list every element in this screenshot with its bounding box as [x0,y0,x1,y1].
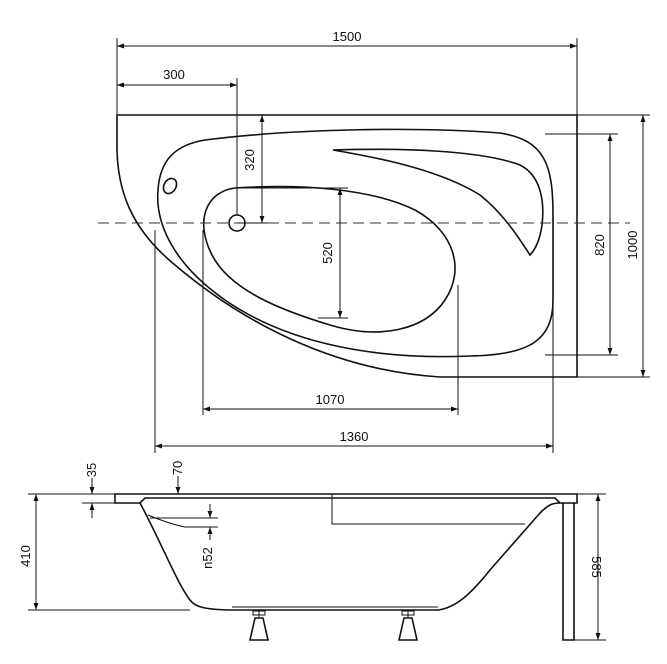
dim-label-320: 320 [242,149,257,171]
dim-inner-depth: 520 [233,187,348,319]
dim-total-height: 585 [574,493,606,641]
side-rim [114,493,578,504]
side-view [114,493,578,641]
dim-label-1070: 1070 [316,392,345,407]
tub-outer-outline [116,114,578,378]
dim-label-520: 520 [320,242,335,264]
overflow-hole [162,177,178,195]
dim-step-height: n52 [150,504,218,569]
side-apron [562,503,575,641]
dim-rim-drop: 70 [170,461,185,494]
side-tub-body [139,502,561,611]
dim-label-n52: n52 [200,547,215,569]
top-view [98,114,630,378]
dim-label-585: 585 [589,556,604,578]
tub-backrest [332,148,544,257]
foot-right [397,610,419,641]
foot-left [248,610,270,641]
dim-label-70: 70 [170,461,185,475]
side-inner-step [147,514,212,528]
dim-label-820: 820 [592,234,607,256]
dim-drain-offset-y: 320 [237,115,268,224]
dim-inner-length: 1070 [202,230,459,415]
dim-inner-width: 820 [545,133,618,356]
dim-label-1360: 1360 [340,429,369,444]
dim-tub-height: 410 [18,493,190,611]
dim-label-300: 300 [163,67,185,82]
dim-label-1500: 1500 [333,29,362,44]
dim-overall-width: 1000 [577,114,650,378]
dim-drain-offset-x: 300 [117,67,238,215]
dim-label-1000: 1000 [625,231,640,260]
dim-label-410: 410 [18,545,33,567]
dim-rim-thickness: 35 [82,463,115,518]
dim-overall-length: 1500 [116,29,578,115]
dim-outer-length: 1360 [154,230,554,453]
dim-label-35: 35 [84,463,99,477]
tub-basin [203,185,456,333]
side-inner-wall [331,494,525,525]
tub-rim-inner [156,128,554,358]
